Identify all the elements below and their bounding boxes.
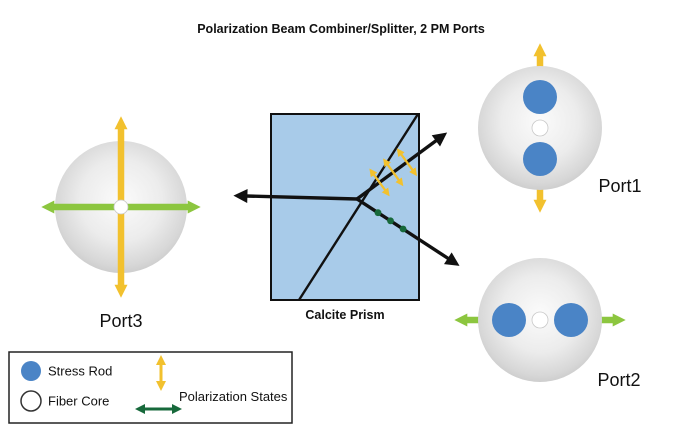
polarization-dot-2: [387, 217, 394, 225]
polarization-mark-3: [396, 148, 418, 177]
prism-body: [270, 113, 420, 301]
port2-fiber-core: [531, 311, 549, 329]
mark1-a: [369, 168, 381, 184]
polarization-mark-2: [383, 158, 404, 187]
polarization-mark-1: [369, 168, 390, 197]
mark2-b: [392, 171, 404, 187]
prism-diagonal-interface: [297, 113, 420, 301]
port1-stress-rod-top: [523, 80, 557, 114]
port2-stress-rod-right: [554, 303, 588, 337]
upper-beam-polarization-marks: [369, 148, 418, 197]
stress-rod-swatch-icon: [21, 361, 41, 381]
legend-fiber-core-label: Fiber Core: [48, 394, 109, 409]
fiber-core-swatch-icon: [20, 390, 42, 412]
legend: Stress Rod Fiber Core Polarization State…: [8, 351, 293, 424]
mark3-a: [396, 148, 408, 163]
mark3-b: [405, 161, 418, 177]
polarization-dot-3: [399, 225, 407, 233]
port1-stress-rod-bottom: [523, 142, 557, 176]
port3-fiber: Port3: [41, 116, 201, 331]
calcite-prism: Calcite Prism: [270, 113, 420, 322]
port1-label: Port1: [598, 176, 641, 196]
legend-polarization-states-label: Polarization States: [179, 389, 288, 404]
port2-stress-rod-left: [492, 303, 526, 337]
lower-beam-polarization-dots: [374, 209, 407, 233]
diagram-title: Polarization Beam Combiner/Splitter, 2 P…: [197, 22, 485, 36]
beam-to-port1: [355, 132, 448, 201]
port3-label: Port3: [99, 311, 142, 331]
port2-fiber: Port2: [454, 258, 641, 390]
port2-label: Port2: [597, 370, 640, 390]
port1-fiber: Port1: [478, 43, 642, 213]
polarization-dot-1: [374, 209, 382, 217]
legend-stress-rod-label: Stress Rod: [48, 364, 112, 379]
beam-to-port3: [233, 189, 358, 204]
mark1-b: [378, 181, 390, 197]
prism-label: Calcite Prism: [305, 308, 384, 322]
legend-box: [8, 351, 293, 424]
port3-fiber-core: [113, 199, 129, 215]
port1-fiber-core: [531, 119, 549, 137]
mark2-a: [383, 158, 395, 173]
